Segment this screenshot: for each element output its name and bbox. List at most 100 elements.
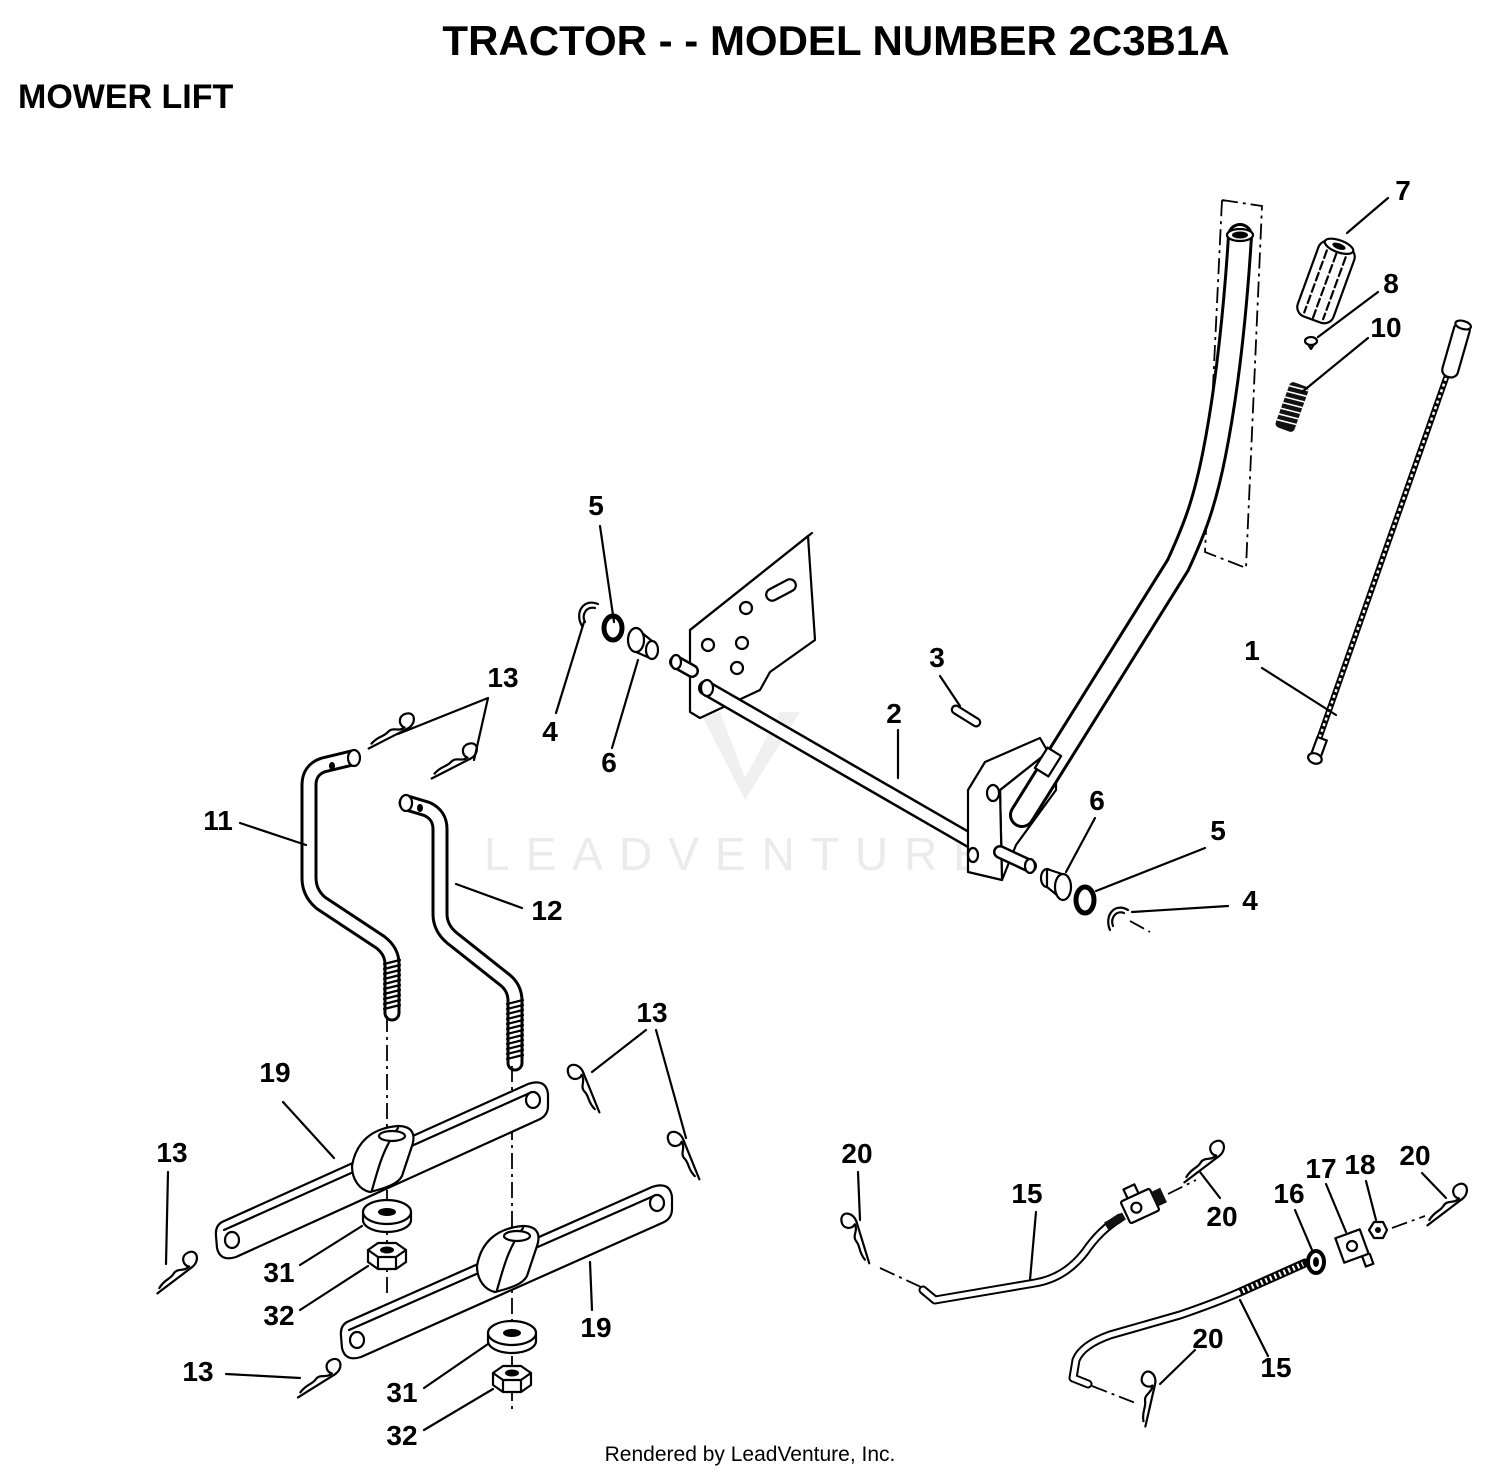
phantom-line-clip-right	[1129, 920, 1151, 933]
leader-line-8	[1316, 290, 1380, 339]
lift-link-12	[398, 793, 525, 1072]
callout-18: 18	[1344, 1149, 1375, 1180]
leader-line-15-lower	[1238, 1298, 1270, 1358]
phantom-line-rod-upper-end	[879, 1267, 924, 1289]
nut-32-upper	[366, 1241, 408, 1271]
leader-line-4-right	[1130, 904, 1230, 914]
leader-line-16	[1293, 1208, 1314, 1252]
washer-31-upper	[361, 1198, 413, 1234]
footer-credit: Rendered by LeadVenture, Inc.	[605, 1443, 896, 1466]
retaining-clip-left	[578, 601, 600, 628]
hairpin-clip-20-right	[1416, 1180, 1476, 1227]
retaining-clip-right	[1107, 906, 1130, 932]
lift-shaft	[698, 678, 986, 853]
callout-labels: 7 8 10 1 5 4 6 3 2 13 11 12 6 5 4 13 19 …	[156, 175, 1430, 1451]
callout-8: 8	[1383, 268, 1399, 299]
adjustment-rod-upper	[918, 1212, 1126, 1305]
leader-line-12	[454, 882, 524, 910]
nut-16	[1306, 1249, 1326, 1275]
phantom-line-nut-18	[1391, 1215, 1426, 1229]
callout-15-upper: 15	[1011, 1178, 1042, 1209]
leader-line-11	[238, 821, 308, 847]
callout-32-upper: 32	[263, 1300, 294, 1331]
leader-line-15-upper	[1028, 1210, 1038, 1282]
callout-19-lower: 19	[580, 1312, 611, 1343]
key	[950, 704, 982, 728]
callout-16: 16	[1273, 1178, 1304, 1209]
leader-line-13-left	[164, 1170, 170, 1266]
leader-line-32-upper	[298, 1264, 370, 1312]
grip-cap	[1303, 335, 1319, 351]
lever-grip	[1296, 237, 1356, 325]
callout-17: 17	[1305, 1153, 1336, 1184]
leader-line-3	[938, 674, 962, 708]
leader-line-6-right	[1064, 816, 1097, 874]
callout-20-upper: 20	[1206, 1201, 1237, 1232]
callout-20-lower: 20	[1192, 1323, 1223, 1354]
lift-arm-lower	[339, 1184, 674, 1360]
callout-20-left: 20	[841, 1138, 872, 1169]
callout-12: 12	[531, 895, 562, 926]
callout-13-left: 13	[156, 1137, 187, 1168]
bushing-right	[1039, 867, 1073, 902]
leader-line-5-left	[598, 524, 616, 624]
page-title: TRACTOR - - MODEL NUMBER 2C3B1A	[442, 17, 1229, 64]
leader-line-17	[1324, 1182, 1348, 1234]
hairpin-clip-20-lower	[1122, 1368, 1169, 1428]
leader-line-7	[1345, 196, 1390, 235]
leader-line-20-right	[1420, 1171, 1448, 1200]
callout-6-right: 6	[1089, 785, 1105, 816]
callout-13-bottom: 13	[182, 1356, 213, 1387]
leader-line-13-mid	[590, 1028, 688, 1140]
lever-spring	[1275, 382, 1309, 432]
leader-line-31-lower	[422, 1342, 490, 1390]
callout-13-top: 13	[487, 662, 518, 693]
callout-13-mid: 13	[636, 997, 667, 1028]
lift-rod-handle	[1441, 319, 1473, 379]
leader-line-19-lower	[588, 1260, 594, 1312]
lift-arm-upper	[214, 1081, 550, 1260]
leader-line-13-bottom	[224, 1372, 302, 1380]
callout-7: 7	[1395, 175, 1411, 206]
hairpin-clip-13-left	[146, 1248, 206, 1295]
shaft-right-stub	[993, 845, 1037, 875]
adjustment-rod-lower	[1068, 1258, 1310, 1389]
leader-line-18	[1364, 1179, 1378, 1222]
hairpin-clip-13-mid-b	[665, 1127, 701, 1185]
callout-31-lower: 31	[386, 1377, 417, 1408]
leader-line-5-right	[1094, 846, 1207, 893]
section-title: MOWER LIFT	[18, 78, 234, 116]
hairpin-clip-20-left	[839, 1210, 871, 1267]
callout-19-upper: 19	[259, 1057, 290, 1088]
leader-line-13-top	[396, 696, 490, 762]
phantom-line-rod-lower-end	[1091, 1385, 1139, 1405]
callout-3: 3	[929, 642, 945, 673]
leader-line-20-upper	[1198, 1170, 1222, 1200]
washer-right	[1073, 884, 1097, 916]
nut-18	[1367, 1220, 1389, 1240]
callout-6-left: 6	[601, 747, 617, 778]
callout-5-left: 5	[588, 490, 604, 521]
callout-32-lower: 32	[386, 1420, 417, 1451]
trunnion-17	[1334, 1228, 1375, 1268]
lift-link-11	[300, 748, 402, 1022]
callout-4-right: 4	[1242, 885, 1258, 916]
lift-lever	[1009, 223, 1255, 828]
lift-rod-end-fitting	[1307, 735, 1328, 765]
callout-1: 1	[1244, 635, 1260, 666]
callout-5-right: 5	[1210, 815, 1226, 846]
phantom-line-trunnion-upper	[1167, 1179, 1197, 1195]
shaft-left-stub	[669, 653, 699, 678]
callout-4-left: 4	[542, 716, 558, 747]
callout-10: 10	[1370, 312, 1401, 343]
leader-line-19-upper	[281, 1100, 336, 1160]
callout-15-lower: 15	[1260, 1352, 1291, 1383]
leader-line-31-upper	[298, 1224, 364, 1267]
leader-line-20-lower	[1158, 1348, 1197, 1386]
rod-upper-trunnion	[1119, 1183, 1167, 1225]
callout-31-upper: 31	[263, 1257, 294, 1288]
leader-line-1	[1260, 666, 1338, 717]
washer-31-lower	[486, 1319, 538, 1355]
